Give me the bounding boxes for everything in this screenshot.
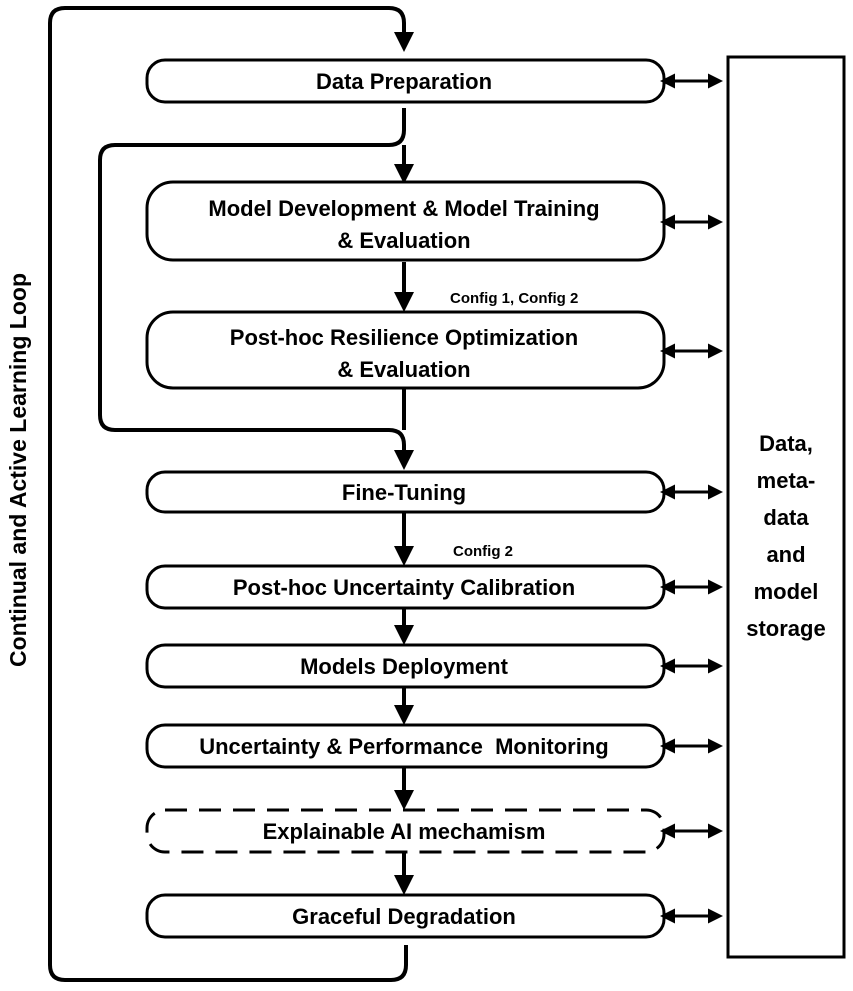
- models-deployment-label: Models Deployment: [300, 654, 508, 679]
- storage-box: [726, 55, 846, 959]
- config-two-annotation: Config 2: [453, 543, 513, 560]
- loop-label: Continual and Active Learning Loop: [5, 273, 31, 667]
- storage-label-line1: Data,: [759, 431, 813, 456]
- config-both-annotation: Config 1, Config 2: [450, 290, 578, 307]
- monitoring-label: Uncertainty & Performance Monitoring: [199, 734, 609, 759]
- outer-loop-line: [48, 6, 414, 982]
- storage-label-line2: meta-: [757, 468, 816, 493]
- storage-label-line5: model: [754, 579, 819, 604]
- model-development-label-line1: Model Development & Model Training: [208, 196, 599, 221]
- data-preparation-label: Data Preparation: [316, 69, 492, 94]
- model-development-label-line2: & Evaluation: [337, 228, 470, 253]
- fine-tuning-label: Fine-Tuning: [342, 480, 466, 505]
- inner-loop-line: [98, 108, 414, 470]
- uncertainty-calibration-label: Post-hoc Uncertainty Calibration: [233, 575, 575, 600]
- explainable-ai-label: Explainable AI mechamism: [263, 819, 546, 844]
- graceful-degradation-label: Graceful Degradation: [292, 904, 516, 929]
- storage-label-line4: and: [766, 542, 805, 567]
- resilience-optimization-label-line2: & Evaluation: [337, 357, 470, 382]
- resilience-optimization-label-line1: Post-hoc Resilience Optimization: [230, 325, 578, 350]
- storage-label-line3: data: [763, 505, 809, 530]
- storage-label-line6: storage: [746, 616, 825, 641]
